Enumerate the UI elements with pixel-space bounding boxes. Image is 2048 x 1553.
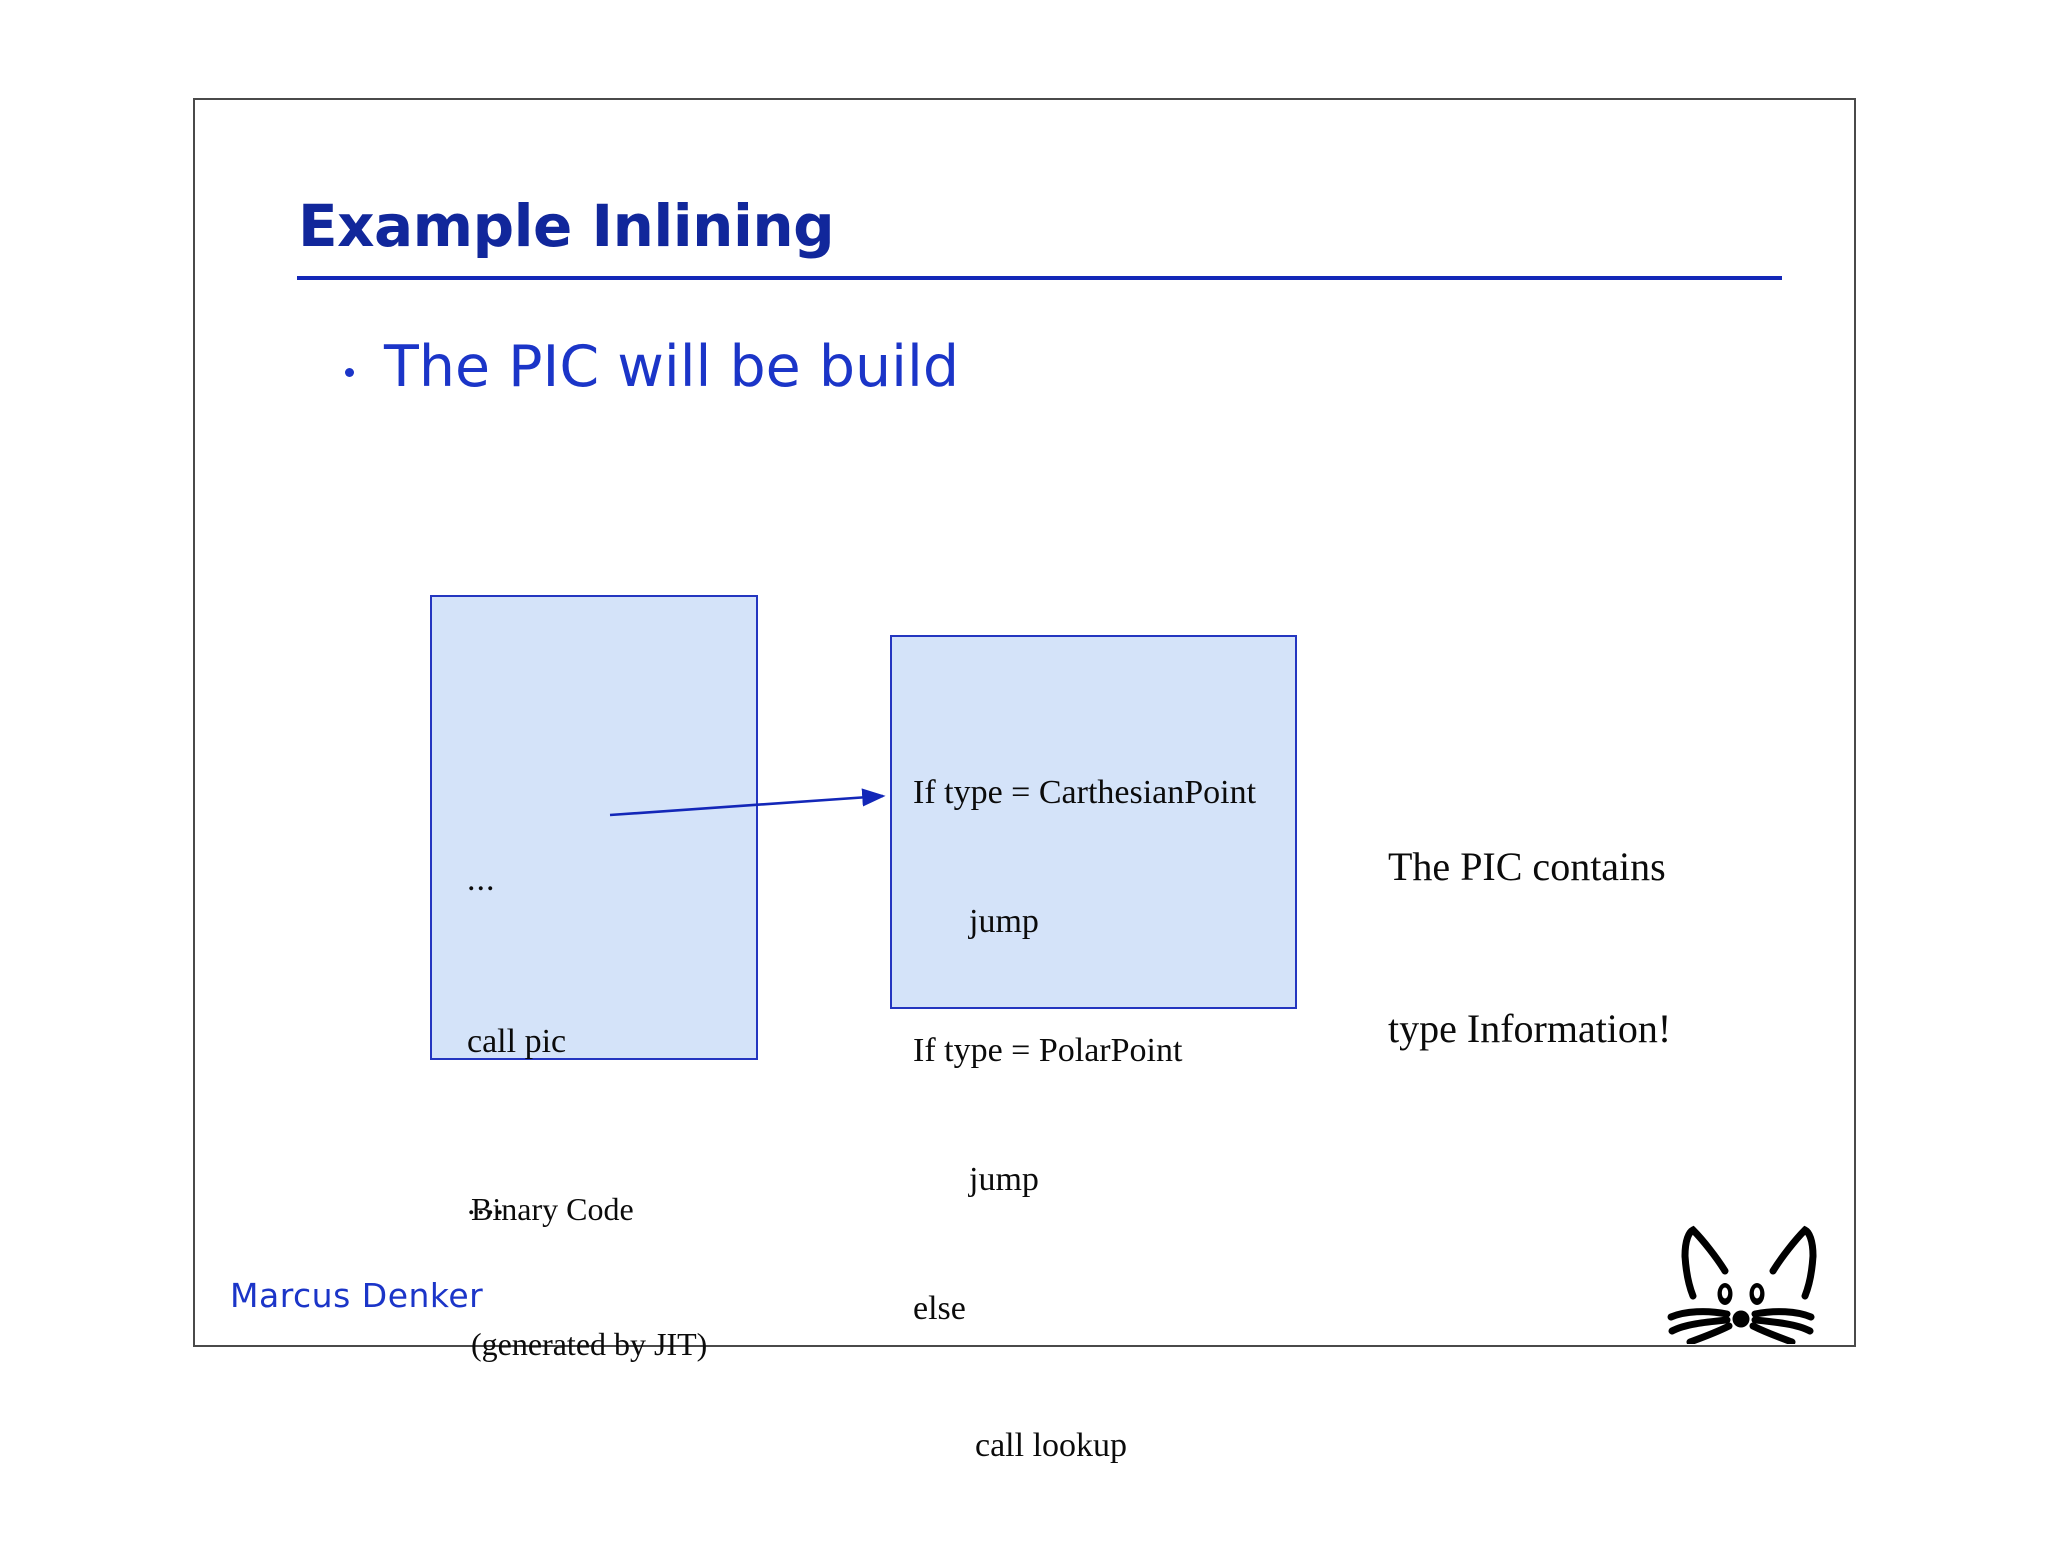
binary-code-line-1: ... xyxy=(467,861,496,898)
binary-code-caption-line-2: (generated by JIT) xyxy=(471,1326,708,1362)
call-pic-arrow xyxy=(609,788,886,817)
slide-frame: Example Inlining The PIC will be build .… xyxy=(193,98,1856,1464)
binary-code-caption-line-1: Binary Code xyxy=(471,1191,634,1227)
binary-code-listing: ... call pic .... xyxy=(467,745,566,1339)
binary-code-line-3: .... xyxy=(467,1185,505,1222)
bullet-item-label: The PIC will be build xyxy=(384,334,960,400)
pic-line-5: else xyxy=(913,1290,966,1327)
cat-face-logo-icon xyxy=(1667,1225,1817,1344)
title-divider xyxy=(297,276,1782,280)
author-name: Marcus Denker xyxy=(230,1276,484,1315)
page-title: Example Inlining xyxy=(298,192,835,260)
pic-note-line-2: type Information! xyxy=(1388,1006,1672,1051)
pic-note-line-1: The PIC contains xyxy=(1388,844,1666,889)
pic-note: The PIC contains type Information! xyxy=(1388,732,1671,1164)
binary-code-caption: Binary Code (generated by JIT) xyxy=(471,1097,707,1457)
binary-code-box xyxy=(430,595,758,1060)
pic-box xyxy=(890,635,1297,1009)
bullet-item: The PIC will be build xyxy=(345,334,960,400)
pic-line-2: jump xyxy=(969,903,1039,940)
pic-line-1: If type = CarthesianPoint xyxy=(913,774,1257,811)
pic-line-4: jump xyxy=(969,1161,1039,1198)
pic-line-3: If type = PolarPoint xyxy=(913,1032,1183,1069)
binary-code-line-2: call pic xyxy=(467,1023,567,1060)
bullet-dot-icon xyxy=(345,368,354,377)
pic-code-listing: If type = CarthesianPoint jump If type =… xyxy=(913,685,1256,1553)
pic-line-6: call lookup xyxy=(975,1427,1128,1464)
